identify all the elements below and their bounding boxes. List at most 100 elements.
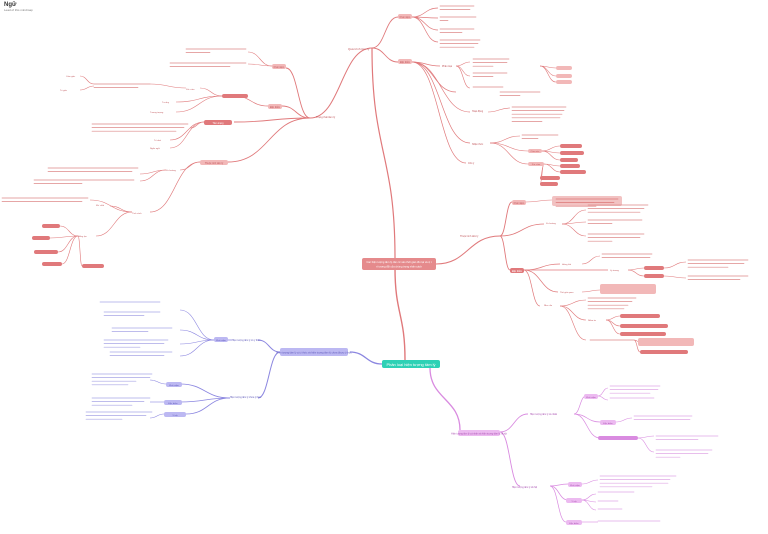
topic-box[interactable]: [164, 412, 186, 417]
connector-line: [597, 395, 609, 401]
connector-line: [233, 117, 311, 123]
concept-card[interactable]: [600, 284, 656, 294]
topic-box[interactable]: [644, 274, 664, 278]
connector-line: [663, 275, 687, 279]
node-label: Thế giới quan: [560, 291, 574, 294]
topic-box[interactable]: [42, 262, 62, 266]
connector-line: [559, 305, 587, 321]
connector-line: [394, 267, 406, 361]
node-label: Khái niệm: [169, 385, 179, 387]
topic-box[interactable]: [600, 420, 616, 425]
topic-box[interactable]: [222, 94, 248, 98]
topic-box[interactable]: [620, 332, 666, 336]
topic-box[interactable]: [512, 200, 526, 205]
blue-branch-topic[interactable]: [280, 348, 348, 356]
topic-box[interactable]: [556, 74, 572, 78]
node-label: Hiện tượng tâm lý chưa ý thức: [230, 396, 262, 399]
connector-line: [549, 483, 569, 487]
node-label: Khái niệm: [514, 202, 525, 205]
topic-box[interactable]: [200, 160, 228, 165]
document-subtitle: Lead of this mindmap: [4, 8, 33, 12]
node-label: Thuộc tính tâm lý: [205, 162, 224, 165]
node-label: Nhận thức: [472, 143, 484, 146]
node-label: Hiện tượng tâm lý có ý thức: [232, 339, 261, 342]
red-branch-label: Các hiện tượng tâm lý căn cứ vào thời gi…: [366, 260, 432, 264]
topic-box[interactable]: [560, 170, 586, 174]
topic-box[interactable]: [598, 436, 638, 440]
connector-line: [549, 485, 567, 523]
topic-box[interactable]: [556, 80, 572, 84]
connector-line: [489, 135, 521, 144]
topic-box[interactable]: [272, 64, 286, 69]
red-branch-topic[interactable]: [362, 258, 436, 270]
node-label: Ngôn ngữ: [150, 147, 160, 150]
topic-box[interactable]: [42, 224, 60, 228]
topic-box[interactable]: [644, 266, 664, 270]
topic-box[interactable]: [34, 250, 58, 254]
topic-box[interactable]: [560, 151, 584, 155]
connector-line: [561, 221, 587, 225]
node-label: Khí chất: [96, 204, 104, 207]
topic-box[interactable]: [620, 324, 668, 328]
topic-box[interactable]: [32, 236, 50, 240]
topic-box[interactable]: [560, 158, 578, 162]
connector-line: [411, 61, 467, 164]
connector-line: [637, 437, 655, 453]
connector-line: [435, 235, 501, 265]
topic-box[interactable]: [568, 482, 582, 487]
topic-box[interactable]: [584, 394, 598, 399]
central-topic[interactable]: [382, 360, 440, 368]
node-label: Đặc điểm: [512, 270, 522, 273]
node-label: Năng lực: [78, 235, 88, 238]
topic-box[interactable]: [398, 14, 412, 19]
node-label: Hiện tượng tâm lý cá nhân: [530, 413, 558, 416]
node-label: Xu hướng: [166, 170, 177, 172]
topic-box[interactable]: [640, 350, 688, 354]
topic-box[interactable]: [204, 120, 232, 125]
connector-line: [149, 413, 165, 419]
connector-line: [61, 235, 79, 265]
topic-box[interactable]: [566, 520, 582, 525]
topic-box[interactable]: [166, 382, 182, 387]
topic-box[interactable]: [268, 104, 282, 109]
connector-line: [285, 67, 311, 119]
node-label: Khái niệm: [586, 397, 596, 399]
connector-line: [561, 223, 587, 237]
connector-line: [179, 339, 215, 357]
topic-box[interactable]: [556, 66, 572, 70]
topic-box[interactable]: [528, 149, 542, 153]
topic-box[interactable]: [398, 59, 412, 64]
topic-box[interactable]: [510, 268, 524, 273]
connector-line: [541, 150, 561, 161]
connector-line: [539, 65, 557, 83]
connector-line: [349, 351, 383, 365]
connector-line: [573, 413, 601, 439]
connector-line: [149, 161, 201, 213]
connector-line: [247, 51, 273, 67]
topic-box[interactable]: [214, 337, 228, 342]
topic-box[interactable]: [560, 164, 580, 168]
connector-line: [605, 315, 621, 321]
concept-card[interactable]: [638, 338, 694, 346]
connector-line: [371, 47, 399, 63]
topic-box[interactable]: [620, 314, 660, 318]
topic-box[interactable]: [528, 162, 544, 166]
connector-line: [539, 163, 545, 185]
node-label: Chú ý: [468, 162, 475, 165]
connector-line: [257, 351, 281, 399]
pink-branch-topic[interactable]: [458, 430, 500, 436]
node-label: Trí nhớ: [154, 139, 162, 142]
node-label: Đặc điểm: [168, 402, 177, 405]
topic-box[interactable]: [560, 144, 582, 148]
topic-box[interactable]: [164, 400, 182, 405]
node-label: Lý tưởng: [610, 269, 620, 272]
topic-box[interactable]: [540, 176, 560, 180]
topic-box[interactable]: [82, 264, 104, 268]
connector-line: [581, 493, 597, 501]
topic-box[interactable]: [540, 182, 558, 186]
topic-box[interactable]: [566, 498, 582, 503]
connector-line: [499, 223, 545, 237]
node-label: Cảm giác: [66, 75, 76, 78]
